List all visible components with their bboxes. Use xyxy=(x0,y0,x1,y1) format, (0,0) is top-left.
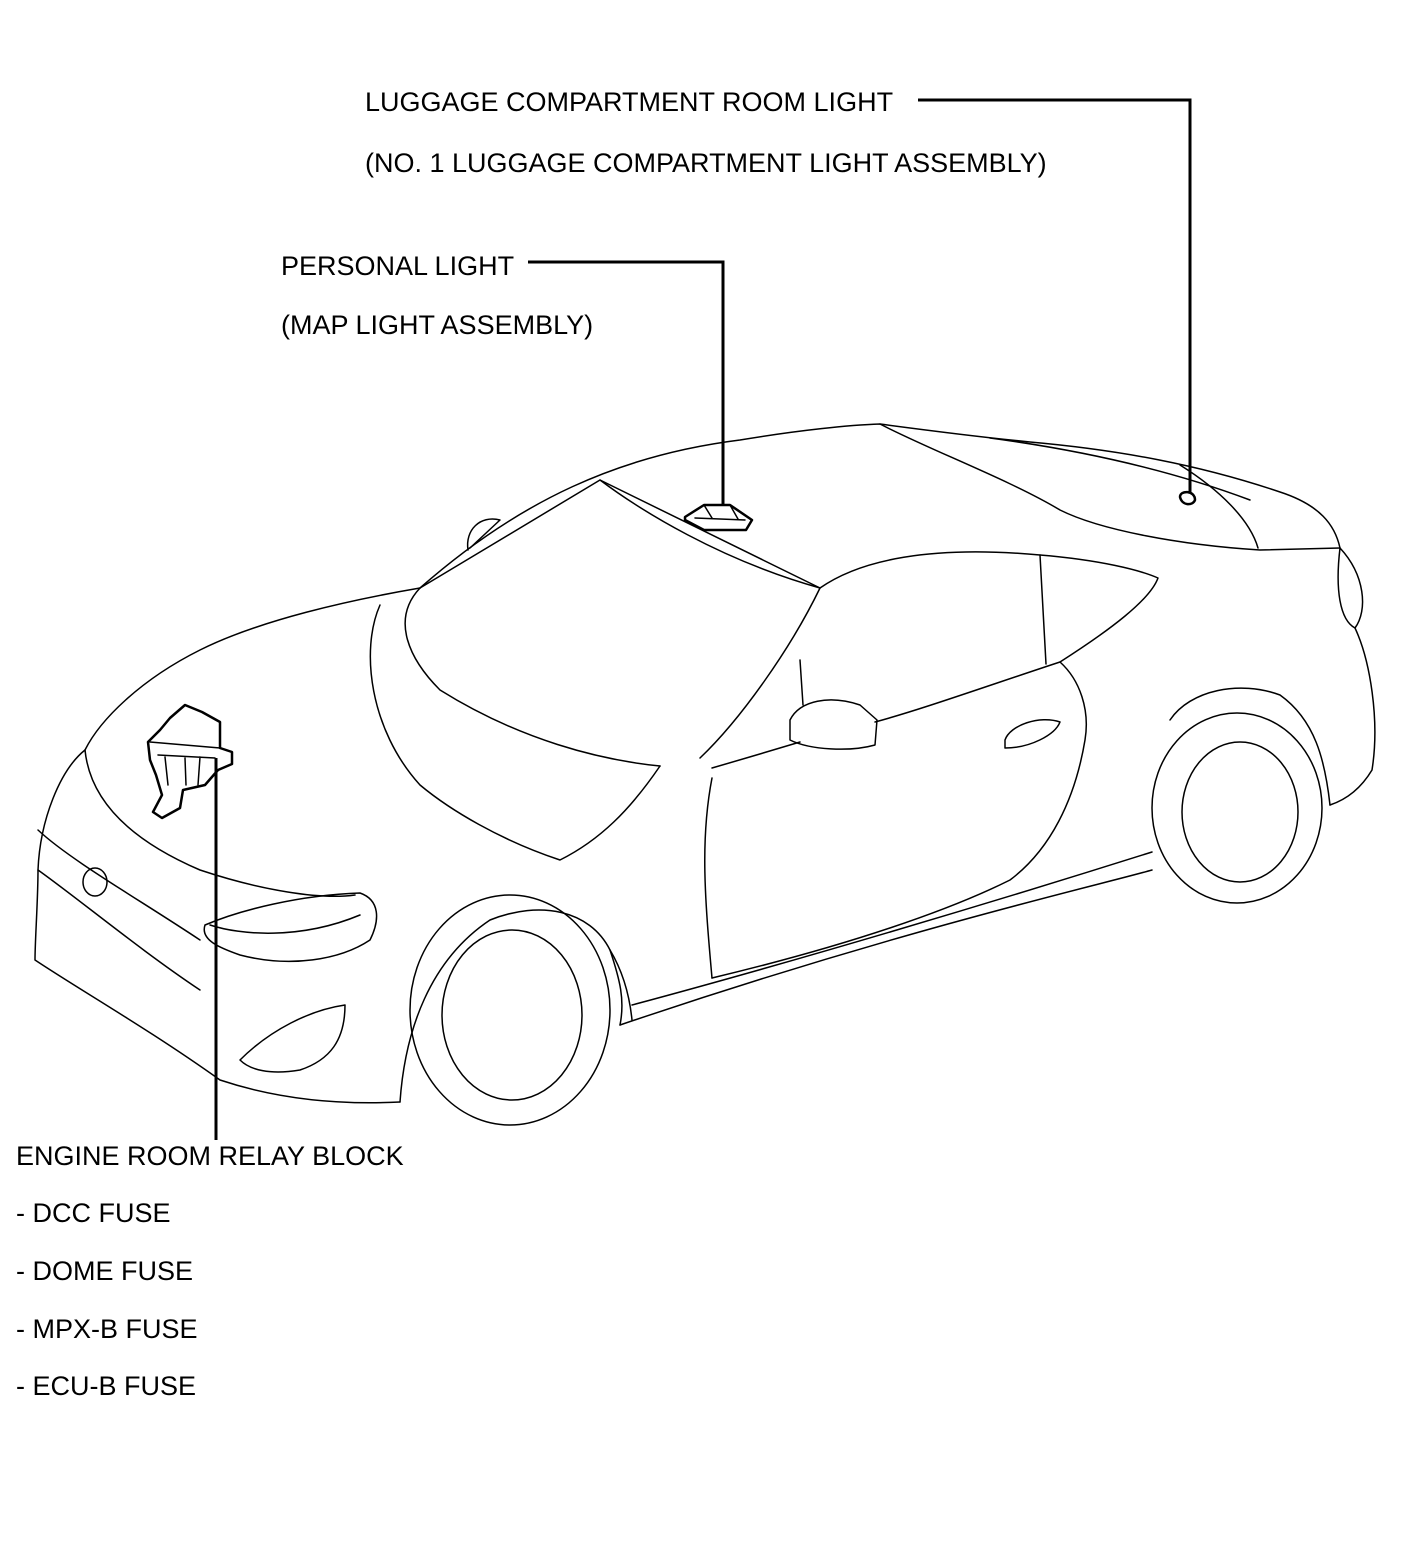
luggage-light-sublabel: (NO. 1 LUGGAGE COMPARTMENT LIGHT ASSEMBL… xyxy=(365,148,1047,178)
luggage-light-leader-line xyxy=(918,98,1192,492)
personal-light-sublabel: (MAP LIGHT ASSEMBLY) xyxy=(281,310,593,340)
fuse-item-mpx-b: - MPX-B FUSE xyxy=(16,1314,198,1344)
luggage-compartment-light-part xyxy=(1178,490,1197,506)
fuse-item-dome: - DOME FUSE xyxy=(16,1256,193,1286)
engine-room-relay-block-part xyxy=(146,703,234,820)
fuse-item-dcc: - DCC FUSE xyxy=(16,1198,171,1228)
car-outline xyxy=(34,423,1376,1126)
personal-light-leader-line xyxy=(528,260,725,505)
personal-light-label: PERSONAL LIGHT xyxy=(281,251,514,281)
fuse-item-ecu-b: - ECU-B FUSE xyxy=(16,1371,196,1401)
map-light-assembly-part xyxy=(683,503,754,532)
relay-block-label: ENGINE ROOM RELAY BLOCK xyxy=(16,1141,404,1171)
luggage-light-label: LUGGAGE COMPARTMENT ROOM LIGHT xyxy=(365,87,893,117)
